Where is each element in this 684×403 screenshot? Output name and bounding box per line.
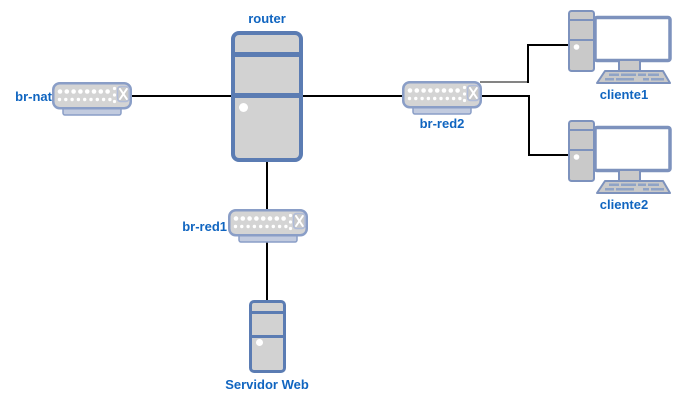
br-nat-switch-icon	[52, 82, 132, 116]
br-red2-switch-icon	[402, 81, 482, 115]
cliente2-pc-icon	[567, 118, 673, 196]
edge-router-brred2	[303, 95, 403, 97]
router-power-led	[239, 103, 248, 112]
cliente1-label: cliente1	[599, 87, 649, 102]
edge-brnat-router	[130, 95, 231, 97]
edge-brred2-cliente1-seg2	[527, 44, 529, 83]
cliente1-pc-icon	[567, 8, 673, 86]
router-panel-divider	[235, 93, 299, 98]
router-label: router	[248, 11, 286, 26]
edge-brred2-cliente2-seg2	[528, 95, 530, 155]
edge-brred2-cliente2-seg1	[480, 95, 529, 97]
server-panel-divider	[252, 311, 283, 314]
br-nat-label: br-nat	[15, 89, 52, 104]
edge-brred2-cliente2-seg3	[528, 154, 570, 156]
edge-brred2-cliente1-seg1	[480, 81, 528, 83]
edge-brred2-cliente1-seg3	[527, 44, 570, 46]
br-red1-switch-icon	[227, 209, 309, 243]
br-red1-label: br-red1	[182, 219, 227, 234]
server-power-led	[256, 339, 263, 346]
servidor-web-icon	[249, 300, 286, 373]
server-panel-divider	[252, 335, 283, 338]
servidor-web-label: Servidor Web	[225, 377, 309, 392]
router-icon	[231, 31, 303, 162]
cliente2-label: cliente2	[599, 197, 649, 212]
router-panel-divider	[235, 52, 299, 57]
br-red2-label: br-red2	[419, 116, 465, 131]
